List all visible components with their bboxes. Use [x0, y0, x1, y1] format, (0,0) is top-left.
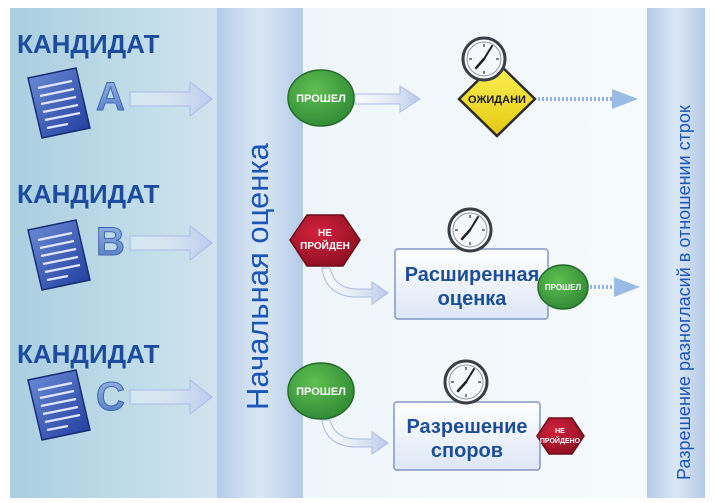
- pass-badge-a: [287, 69, 355, 127]
- pass-badge-b-label: ПРОШЕЛ: [545, 283, 582, 292]
- arrow-icon: [354, 85, 421, 113]
- candidate-a-title: КАНДИДАТ: [17, 29, 160, 59]
- clock-icon: [461, 36, 507, 82]
- resolution-column-label: Разрешение разногласий в отношении строк: [674, 105, 694, 480]
- clock-icon: [443, 359, 489, 405]
- pass-badge-c: [287, 362, 355, 420]
- arrow-icon: [614, 277, 640, 297]
- dispute-resolution-line2: споров: [431, 440, 503, 462]
- arrow-icon: [321, 267, 389, 305]
- fail-badge-c: [536, 417, 585, 455]
- wait-label: ОЖИДАНИ: [468, 94, 526, 106]
- candidate-b-letter: B: [96, 220, 125, 264]
- pass-badge-b: [537, 264, 589, 310]
- extended-assessment-line2: оценка: [438, 288, 508, 310]
- candidate-c-letter: C: [96, 375, 125, 419]
- extended-assessment-line1: Расширенная: [405, 264, 540, 286]
- candidate-c-title: КАНДИДАТ: [17, 339, 160, 369]
- fail-badge-b-line1: НЕ: [318, 228, 332, 239]
- arrow-icon: [129, 224, 213, 262]
- resolution-column: [647, 8, 705, 498]
- dispute-resolution-line1: Разрешение: [406, 416, 527, 438]
- pass-badge-c-label: ПРОШЕЛ: [296, 386, 346, 398]
- pass-badge-a-label: ПРОШЕЛ: [296, 93, 346, 105]
- fail-badge-c-line2: ПРОЙДЕНО: [540, 436, 581, 445]
- arrow-icon: [129, 80, 213, 118]
- arrow-icon: [612, 89, 638, 109]
- clock-icon: [447, 207, 493, 253]
- fail-badge-c-line1: НЕ: [555, 428, 565, 435]
- candidate-b-title: КАНДИДАТ: [17, 179, 160, 209]
- initial-assessment-label: Начальная оценка: [240, 142, 275, 410]
- candidate-a-letter: A: [96, 75, 125, 119]
- arrow-icon: [321, 419, 389, 455]
- arrow-icon: [129, 378, 213, 416]
- fail-badge-b: [289, 214, 361, 267]
- fail-badge-b-line2: ПРОЙДЕН: [300, 239, 350, 252]
